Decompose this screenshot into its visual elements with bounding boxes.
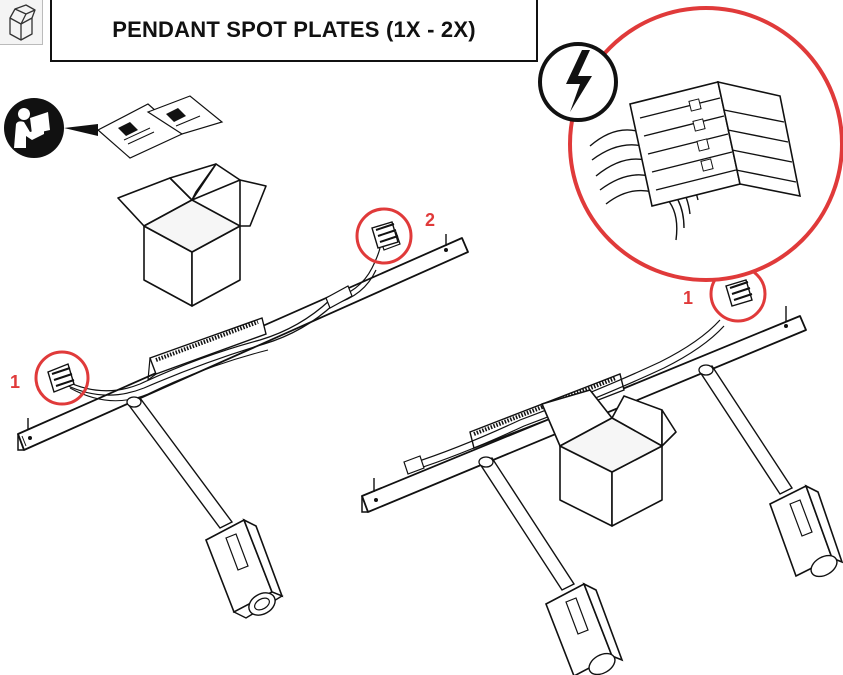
- connector-zoom-detail: [568, 6, 843, 282]
- left-far-connector-callout: [355, 207, 413, 265]
- read-manual-icon: [4, 95, 224, 159]
- left-connector-callout: [34, 350, 90, 406]
- box-icon-cell: [0, 0, 43, 45]
- left-plate-assembly: [17, 231, 469, 619]
- box-icon-left: [117, 163, 267, 307]
- electric-hazard-icon: [538, 42, 618, 122]
- callout-number-far: 2: [425, 210, 435, 230]
- box-icon-right: [541, 389, 677, 527]
- page-title: PENDANT SPOT PLATES (1X - 2X): [112, 17, 476, 42]
- title-box: PENDANT SPOT PLATES (1X - 2X): [50, 0, 538, 62]
- callout-number-left: 1: [10, 372, 20, 392]
- box-outline-icon: [9, 4, 36, 41]
- callout-number-right: 1: [683, 288, 693, 308]
